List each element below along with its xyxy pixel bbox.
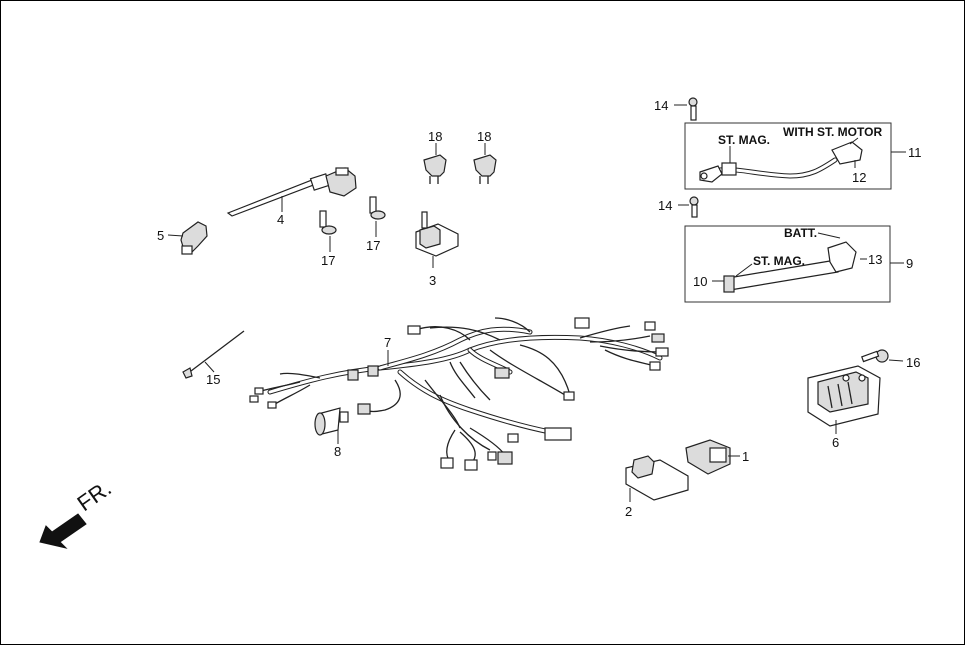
callout-1: 1 (742, 449, 749, 464)
callout-2: 2 (625, 504, 632, 519)
main-wire-harness-part (249, 317, 669, 471)
callout-15: 15 (206, 372, 220, 387)
callout-18a: 18 (428, 129, 442, 144)
starter-relay-part (415, 211, 459, 268)
bolt-16-part (861, 349, 904, 363)
callout-9: 9 (906, 256, 913, 271)
horn-part (314, 407, 349, 444)
callout-14a: 14 (654, 98, 668, 113)
bolt-17a-part (319, 210, 337, 252)
callout-8: 8 (334, 444, 341, 459)
clip-18a-part (423, 143, 447, 184)
front-direction-label: FR. (73, 475, 116, 516)
callout-18b: 18 (477, 129, 491, 144)
bolt-14a-part (674, 97, 698, 121)
note-with-st-motor: WITH ST. MOTOR (783, 125, 882, 139)
note-st-mag-lower: ST. MAG. (753, 254, 805, 268)
callout-6: 6 (832, 435, 839, 450)
regulator-rectifier-part (807, 365, 881, 434)
note-batt: BATT. (784, 226, 817, 240)
callout-5: 5 (157, 228, 164, 243)
bolt-14b-part (678, 196, 699, 218)
callout-12: 12 (852, 170, 866, 185)
callout-17b: 17 (366, 238, 380, 253)
connector-part (685, 439, 740, 475)
callout-17a: 17 (321, 253, 335, 268)
callout-7: 7 (384, 335, 391, 350)
battery-cable-group (684, 225, 904, 303)
clip-18b-part (473, 143, 497, 184)
starter-cable-group (684, 122, 906, 190)
callout-3: 3 (429, 273, 436, 288)
cable-tie-part (182, 330, 245, 379)
cdi-unit-part (625, 455, 689, 502)
bolt-17b-part (369, 196, 386, 237)
ignition-coil-part (226, 167, 357, 217)
callout-11: 11 (908, 145, 922, 160)
callout-14b: 14 (658, 198, 672, 213)
front-direction-arrow-icon (39, 513, 87, 549)
callout-10: 10 (693, 274, 707, 289)
note-st-mag-upper: ST. MAG. (718, 133, 770, 147)
spark-plug-cap-part (167, 221, 208, 255)
callout-4: 4 (277, 212, 284, 227)
callout-13: 13 (868, 252, 882, 267)
callout-16: 16 (906, 355, 920, 370)
